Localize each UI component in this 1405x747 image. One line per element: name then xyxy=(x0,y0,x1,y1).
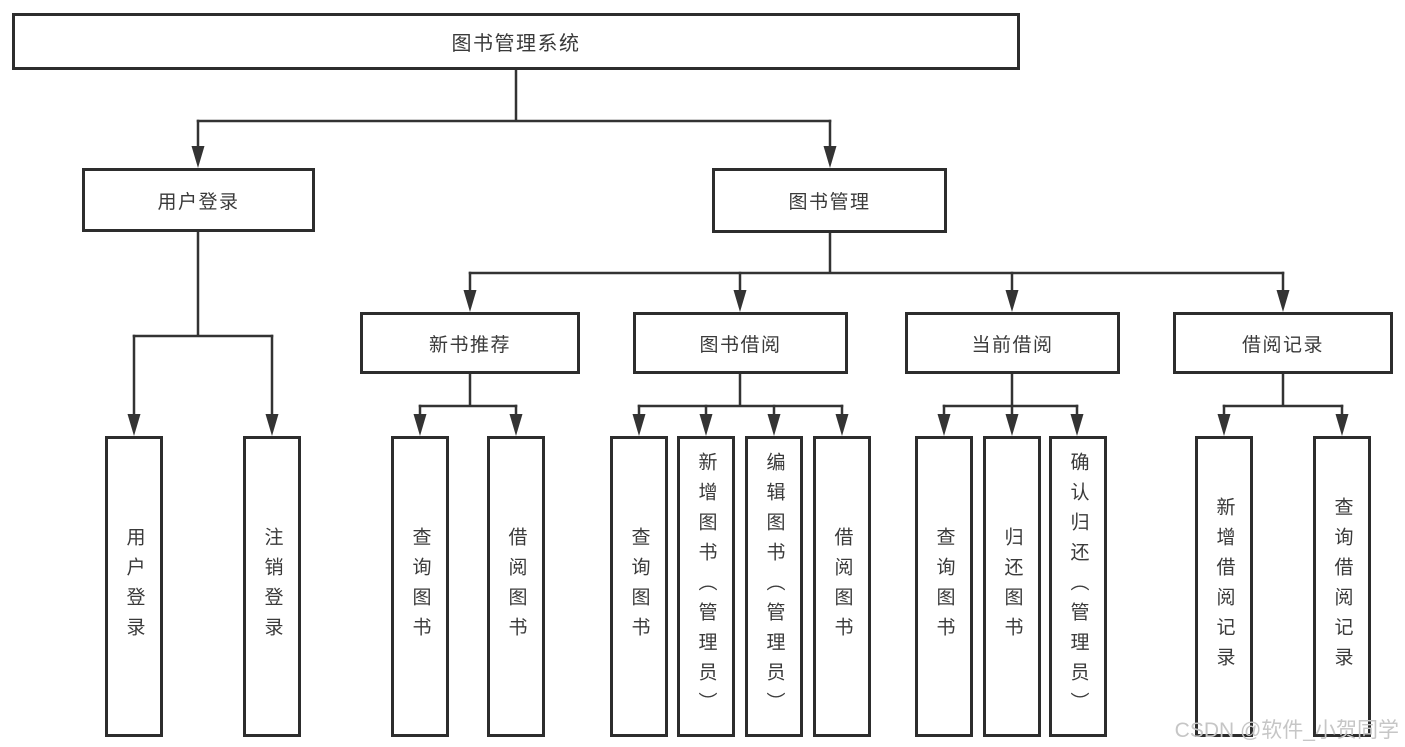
node-borrow-records-label: 借阅记录 xyxy=(1241,334,1324,356)
node-root: 图书管理系统 xyxy=(12,13,1020,70)
node-book-management: 图书管理 xyxy=(712,168,947,233)
leaf-query-books-recommend: 查询图书 xyxy=(391,436,449,737)
leaf-borrow-books: 借阅图书 xyxy=(813,436,871,737)
leaf-confirm-return-admin-label: 确认归还（管理员） xyxy=(1067,451,1089,722)
leaf-add-book-admin-label: 新增图书（管理员） xyxy=(695,451,717,722)
node-user-login: 用户登录 xyxy=(82,168,315,232)
leaf-query-books-borrow: 查询图书 xyxy=(610,436,668,737)
leaf-borrow-books-recommend-label: 借阅图书 xyxy=(505,526,527,647)
leaf-add-borrow-record-label: 新增借阅记录 xyxy=(1213,496,1235,677)
leaf-user-login: 用户登录 xyxy=(105,436,163,737)
leaf-query-borrow-record-label: 查询借阅记录 xyxy=(1331,496,1353,677)
leaf-confirm-return-admin: 确认归还（管理员） xyxy=(1049,436,1107,737)
leaf-borrow-books-label: 借阅图书 xyxy=(831,526,853,647)
leaf-logout: 注销登录 xyxy=(243,436,301,737)
leaf-query-books-borrow-label: 查询图书 xyxy=(628,526,650,647)
leaf-add-borrow-record: 新增借阅记录 xyxy=(1195,436,1253,737)
leaf-return-book-label: 归还图书 xyxy=(1001,526,1023,647)
node-borrow-records: 借阅记录 xyxy=(1173,312,1393,374)
node-root-label: 图书管理系统 xyxy=(451,33,581,55)
node-current-borrow: 当前借阅 xyxy=(905,312,1120,374)
leaf-return-book: 归还图书 xyxy=(983,436,1041,737)
leaf-query-books-recommend-label: 查询图书 xyxy=(409,526,431,647)
leaf-edit-book-admin: 编辑图书（管理员） xyxy=(745,436,803,737)
node-book-management-label: 图书管理 xyxy=(788,192,871,213)
node-current-borrow-label: 当前借阅 xyxy=(971,334,1054,356)
leaf-logout-label: 注销登录 xyxy=(261,526,283,647)
csdn-watermark: CSDN @软件_小贺同学 xyxy=(1174,719,1399,742)
node-book-borrow-label: 图书借阅 xyxy=(699,334,782,356)
leaf-user-login-label: 用户登录 xyxy=(123,526,145,647)
leaf-edit-book-admin-label: 编辑图书（管理员） xyxy=(763,451,785,722)
node-new-book-recommend: 新书推荐 xyxy=(360,312,580,374)
node-book-borrow: 图书借阅 xyxy=(633,312,848,374)
leaf-query-books-current-label: 查询图书 xyxy=(933,526,955,647)
node-user-login-label: 用户登录 xyxy=(157,191,240,213)
leaf-add-book-admin: 新增图书（管理员） xyxy=(677,436,735,737)
leaf-query-borrow-record: 查询借阅记录 xyxy=(1313,436,1371,737)
node-new-book-recommend-label: 新书推荐 xyxy=(428,334,511,356)
leaf-query-books-current: 查询图书 xyxy=(915,436,973,737)
leaf-borrow-books-recommend: 借阅图书 xyxy=(487,436,545,737)
